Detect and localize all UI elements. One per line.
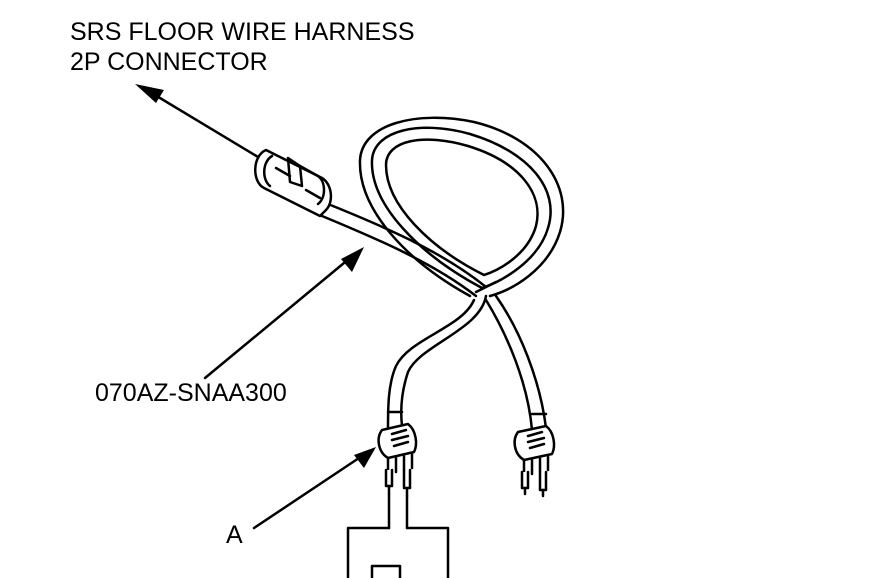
leader-part-number: [203, 247, 364, 380]
connector-right: [513, 424, 556, 498]
connector-title-line1: SRS FLOOR WIRE HARNESS: [70, 18, 415, 46]
srs-floor-harness-2p-connector: [254, 148, 333, 218]
harness-branch-left: [386, 294, 488, 430]
leader-callout-a: [252, 447, 376, 530]
callout-a-label: A: [226, 521, 243, 549]
harness-coil: [358, 116, 565, 298]
test-device: [346, 492, 450, 578]
part-number-label: 070AZ-SNAA300: [95, 379, 287, 407]
harness-branch-right: [484, 294, 548, 432]
connector-title-line2: 2P CONNECTOR: [70, 48, 268, 76]
harness-main-wire: [320, 202, 498, 298]
leader-connector: [135, 84, 260, 159]
connector-a: [377, 422, 418, 498]
